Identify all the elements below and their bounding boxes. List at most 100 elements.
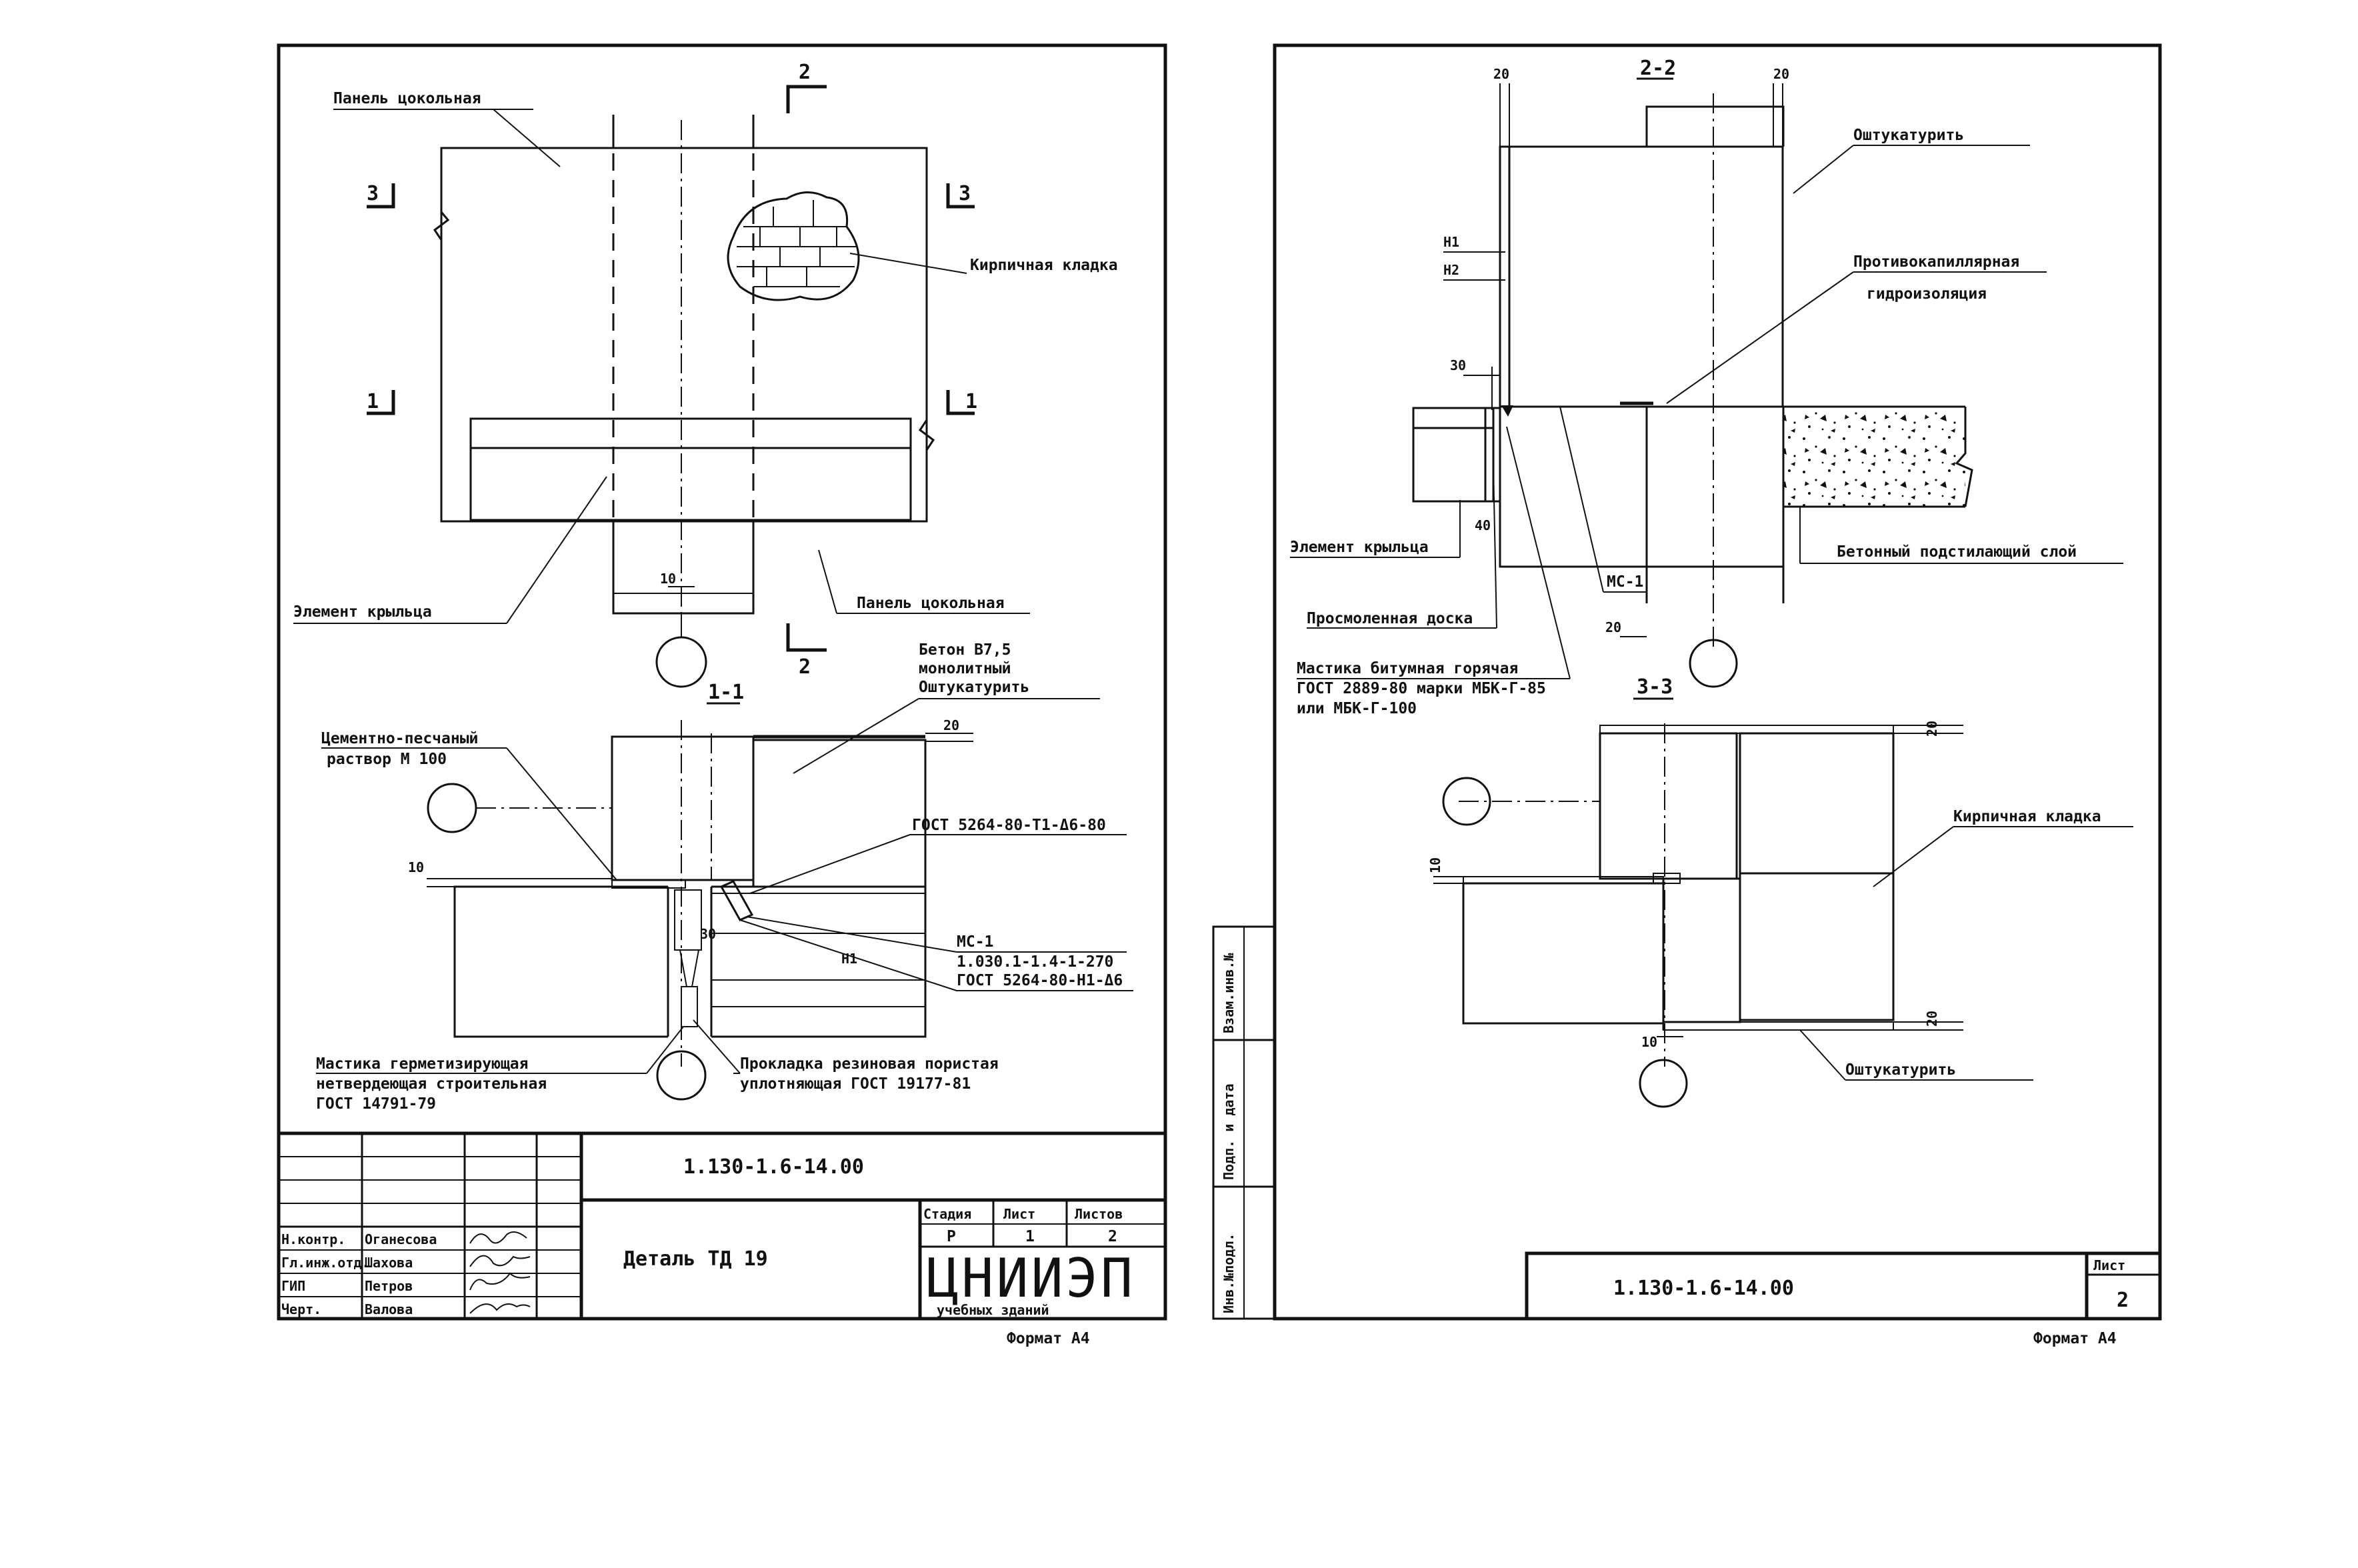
svg-text:20: 20 — [1924, 1011, 1940, 1027]
svg-text:Н1: Н1 — [841, 951, 857, 967]
svg-text:20: 20 — [1493, 66, 1509, 82]
title-block-1: 1.130-1.6-14.00 Деталь ТД 19 Н.контр. Гл… — [279, 1131, 1165, 1319]
sheet-1: 2 3 3 1 1 2 — [277, 43, 1167, 1347]
svg-text:Шахова: Шахова — [365, 1255, 413, 1271]
svg-text:Валова: Валова — [365, 1301, 413, 1317]
label-board: Просмоленная доска — [1307, 610, 1473, 627]
label-bitumen: Мастика битумная горячая — [1297, 660, 1518, 677]
sheet-1-frame — [277, 43, 1167, 1321]
label-gost-t1: ГОСТ 5264-80-Т1-Δ6-80 — [912, 817, 1106, 834]
brick-breakout — [727, 191, 860, 301]
svg-text:20: 20 — [943, 717, 959, 733]
svg-text:Н.контр.: Н.контр. — [281, 1231, 345, 1247]
doc-code-2: 1.130-1.6-14.00 — [1613, 1277, 1794, 1300]
label-concrete-b75: Бетон В7,5 — [919, 641, 1011, 659]
label-waterproofing: гидроизоляция — [1867, 285, 1987, 303]
label-sealant-type: нетвердеющая строительная — [316, 1075, 547, 1093]
svg-text:20: 20 — [1773, 66, 1789, 82]
svg-text:Стадия: Стадия — [923, 1206, 971, 1222]
svg-text:20: 20 — [1924, 721, 1940, 737]
label-plaster-3-3: Оштукатурить — [1845, 1061, 1956, 1079]
format-label-1: Формат А4 — [1007, 1330, 1090, 1347]
axis-circle-3-3-bottom — [1639, 1059, 1688, 1108]
label-sealant-gost: ГОСТ 14791-79 — [316, 1095, 436, 1113]
svg-text:30: 30 — [700, 926, 716, 942]
label-mortar-grade: раствор М 100 — [327, 751, 447, 768]
svg-text:Петров: Петров — [365, 1278, 413, 1294]
cut-marker-3-right: 3 — [946, 182, 975, 209]
label-monolithic: монолитный — [919, 660, 1011, 677]
svg-text:Оганесова: Оганесова — [365, 1231, 437, 1247]
org-name: учебных зданий — [937, 1302, 1049, 1318]
cut-marker-1-left: 1 — [367, 390, 395, 415]
svg-text:Лист: Лист — [2093, 1257, 2125, 1273]
svg-text:Лист: Лист — [1003, 1206, 1035, 1222]
svg-text:3: 3 — [959, 182, 971, 205]
section-3-3: 3-3 20 Кирпичная кладка 10 20 — [1427, 675, 2133, 1108]
svg-text:Листов: Листов — [1075, 1206, 1123, 1222]
axis-circle-1-1 — [656, 1050, 707, 1101]
sheet-name: Деталь ТД 19 — [623, 1247, 768, 1271]
label-porch-element: Элемент крыльца — [293, 603, 432, 621]
section-2-2-title: 2-2 — [1640, 57, 1676, 80]
svg-text:40: 40 — [1475, 517, 1491, 533]
section-3-3-title: 3-3 — [1637, 675, 1673, 699]
label-panel-bottom: Панель цокольная — [857, 595, 1005, 612]
axis-circle-plan — [655, 636, 707, 688]
svg-text:30: 30 — [1450, 357, 1466, 373]
svg-text:Гл.инж.отд.: Гл.инж.отд. — [281, 1255, 369, 1271]
label-brick-3-3: Кирпичная кладка — [1953, 808, 2101, 825]
svg-text:1: 1 — [367, 390, 379, 413]
label-ms1-2-2: МС-1 — [1607, 573, 1643, 591]
label-bitumen-gost: ГОСТ 2889-80 марки МБК-Г-85 — [1297, 680, 1546, 697]
label-brick: Кирпичная кладка — [970, 257, 1118, 274]
axis-circle-1-1-left — [427, 783, 477, 833]
svg-text:Н1: Н1 — [1443, 234, 1459, 250]
svg-text:10: 10 — [408, 859, 424, 875]
label-plaster-1-1: Оштукатурить — [919, 679, 1029, 696]
signatures — [469, 1231, 531, 1314]
doc-code-1: 1.130-1.6-14.00 — [683, 1155, 864, 1179]
label-panel-top: Панель цокольная — [333, 90, 481, 107]
label-damp-proofing: Противокапиллярная — [1853, 253, 2019, 271]
svg-text:ГИП: ГИП — [281, 1278, 305, 1294]
cut-marker-1-right: 1 — [946, 390, 977, 415]
label-ms1: МС-1 — [957, 933, 993, 951]
section-1-1: 1-1 Бетон В7 — [316, 641, 1133, 1113]
label-underlay: Бетонный подстилающий слой — [1837, 543, 2077, 561]
svg-text:2: 2 — [1108, 1228, 1117, 1245]
label-plaster-2-2: Оштукатурить — [1853, 127, 1964, 144]
org-logo: ЦНИИЭП — [927, 1247, 1135, 1309]
svg-text:2: 2 — [2117, 1289, 2129, 1312]
section-1-1-title: 1-1 — [708, 681, 744, 704]
svg-text:2: 2 — [799, 61, 811, 84]
cut-marker-2-top: 2 — [786, 61, 827, 113]
label-ms1-code: 1.030.1-1.4-1-270 — [957, 953, 1113, 971]
svg-text:Инв.№подл.: Инв.№подл. — [1221, 1233, 1237, 1313]
svg-text:Взам.инв.№: Взам.инв.№ — [1221, 953, 1237, 1033]
label-sealant: Мастика герметизирующая — [316, 1055, 529, 1073]
svg-text:20: 20 — [1605, 619, 1621, 635]
label-gasket-gost: уплотняющая ГОСТ 19177-81 — [740, 1075, 971, 1093]
cut-marker-3-left: 3 — [367, 182, 395, 209]
axis-circle-3-3-left — [1442, 777, 1491, 826]
svg-text:Р: Р — [947, 1228, 956, 1245]
label-bitumen-alt: или МБК-Г-100 — [1297, 700, 1417, 717]
plan-view: 2 3 3 1 1 2 — [293, 61, 1118, 688]
svg-text:10: 10 — [660, 571, 676, 587]
svg-text:3: 3 — [367, 182, 379, 205]
svg-text:Черт.: Черт. — [281, 1301, 321, 1317]
svg-text:1: 1 — [965, 390, 977, 413]
cut-marker-2-bottom: 2 — [786, 623, 827, 679]
svg-text:1: 1 — [1025, 1228, 1035, 1245]
sheet-2: Инв.№подл. Подп. и дата Взам.инв.№ 2-2 2… — [1212, 43, 2162, 1347]
side-stamp: Инв.№подл. Подп. и дата Взам.инв.№ — [1212, 925, 1276, 1320]
svg-text:10: 10 — [1427, 857, 1443, 873]
label-gasket: Прокладка резиновая пористая — [740, 1055, 999, 1073]
label-mortar: Цементно-песчаный — [321, 730, 478, 747]
svg-text:Подп. и дата: Подп. и дата — [1221, 1084, 1237, 1181]
format-label-2: Формат А4 — [2033, 1330, 2117, 1347]
axis-circle-2-2 — [1689, 639, 1738, 688]
label-gost-h1: ГОСТ 5264-80-Н1-Δ6 — [957, 972, 1123, 989]
